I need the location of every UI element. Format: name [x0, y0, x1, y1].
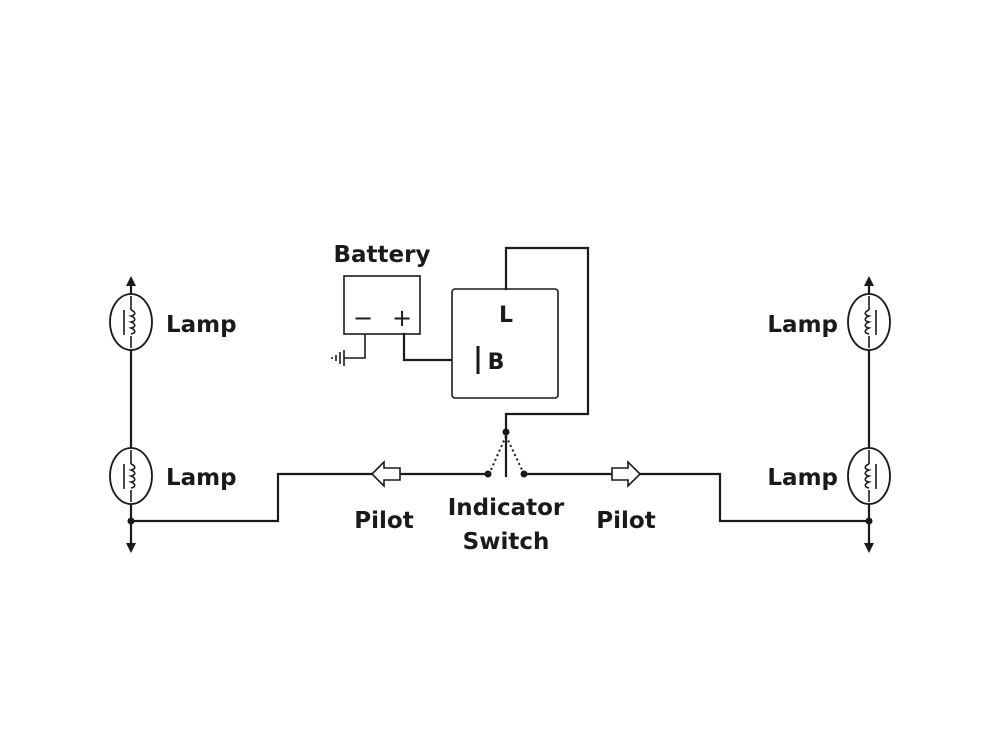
lamp-icon	[847, 447, 891, 505]
flasher-terminal-b: B	[488, 350, 505, 375]
indicator-switch-label-line2: Switch	[463, 529, 550, 555]
lamp-icon	[109, 447, 153, 505]
pilot-arrow-left-icon	[370, 460, 401, 488]
battery-plus-label: +	[392, 304, 412, 332]
lamp-icon	[109, 293, 153, 351]
lamp-right-top-label: Lamp	[767, 312, 838, 338]
pilot-right-label: Pilot	[596, 508, 655, 534]
wire-flasher-l-to-switch	[504, 246, 590, 434]
left-top-terminal-icon	[126, 276, 136, 286]
right-bottom-terminal-icon	[864, 543, 874, 553]
switch-icon	[484, 428, 528, 478]
battery-minus-label: −	[353, 304, 373, 332]
flasher-unit: L B	[451, 288, 559, 399]
battery: Battery − +	[334, 242, 431, 335]
battery-label: Battery	[334, 242, 431, 268]
indicator-switch-label-line1: Indicator	[448, 495, 565, 521]
lamp-right-bottom-label: Lamp	[767, 465, 838, 491]
flasher-terminal-l: L	[499, 303, 513, 328]
lamp-icon	[847, 293, 891, 351]
pilot-arrow-right-icon	[611, 460, 642, 488]
left-bottom-terminal-icon	[126, 543, 136, 553]
ground-icon	[331, 334, 366, 366]
lamp-left-top-label: Lamp	[166, 312, 237, 338]
battery-icon	[343, 275, 421, 335]
lamp-left-bottom-label: Lamp	[166, 465, 237, 491]
pilot-left-label: Pilot	[354, 508, 413, 534]
right-top-terminal-icon	[864, 276, 874, 286]
